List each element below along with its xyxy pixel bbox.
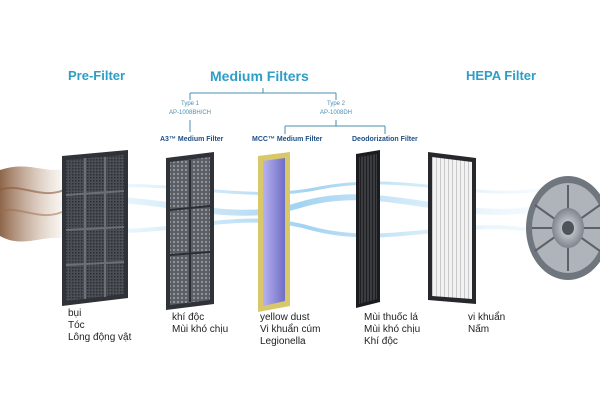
caption-line: Lông động vật	[68, 332, 132, 343]
caption-line: bụi	[68, 308, 82, 319]
caption-line: Tóc	[68, 320, 85, 331]
type1-label: Type 1	[180, 101, 199, 107]
pre-filter-panel	[62, 150, 128, 306]
mcc-filter-label: MCC™ Medium Filter	[252, 136, 323, 143]
caption-line: Mùi khó chịu	[172, 324, 229, 335]
caption-line: Legionella	[260, 336, 306, 347]
a3-filter-panel	[166, 152, 214, 310]
a3-caption: khí độc Mùi khó chịu	[172, 312, 228, 336]
pre-filter-caption: bụi Tóc Lông động vật	[68, 308, 131, 344]
type2-model: AP-1008DH	[319, 110, 352, 116]
fan-icon	[526, 176, 600, 280]
caption-line: yellow dust	[260, 312, 310, 323]
caption-line: Khí độc	[364, 336, 398, 347]
type2-label: Type 2	[326, 101, 345, 107]
medium-filters-heading: Medium Filters	[210, 68, 309, 84]
caption-line: Vi khuẩn cúm	[260, 324, 321, 335]
caption-line: Mùi thuốc lá	[364, 312, 418, 323]
mcc-caption: yellow dust Vi khuẩn cúm Legionella	[260, 312, 320, 348]
deodorization-caption: Mùi thuốc lá Mùi khó chịu Khí độc	[364, 312, 420, 348]
pre-filter-heading: Pre-Filter	[68, 68, 126, 83]
a3-filter-label: A3™ Medium Filter	[160, 136, 224, 143]
caption-line: vi khuẩn	[468, 312, 506, 323]
hepa-filter-panel	[428, 152, 476, 304]
caption-line: Mùi khó chịu	[364, 324, 421, 335]
deodorization-filter-label: Deodorization Filter	[352, 136, 418, 143]
mcc-filter-panel	[258, 152, 290, 312]
caption-line: Nấm	[468, 324, 490, 335]
caption-line: khí độc	[172, 312, 205, 323]
deodorization-filter-panel	[356, 150, 380, 308]
hepa-caption: vi khuẩn Nấm	[468, 312, 505, 336]
hepa-filter-heading: HEPA Filter	[466, 68, 537, 83]
type1-model: AP-1008BH/CH	[168, 110, 212, 116]
dusty-air-icon	[0, 166, 70, 242]
medium-filters-bracket	[189, 88, 386, 134]
